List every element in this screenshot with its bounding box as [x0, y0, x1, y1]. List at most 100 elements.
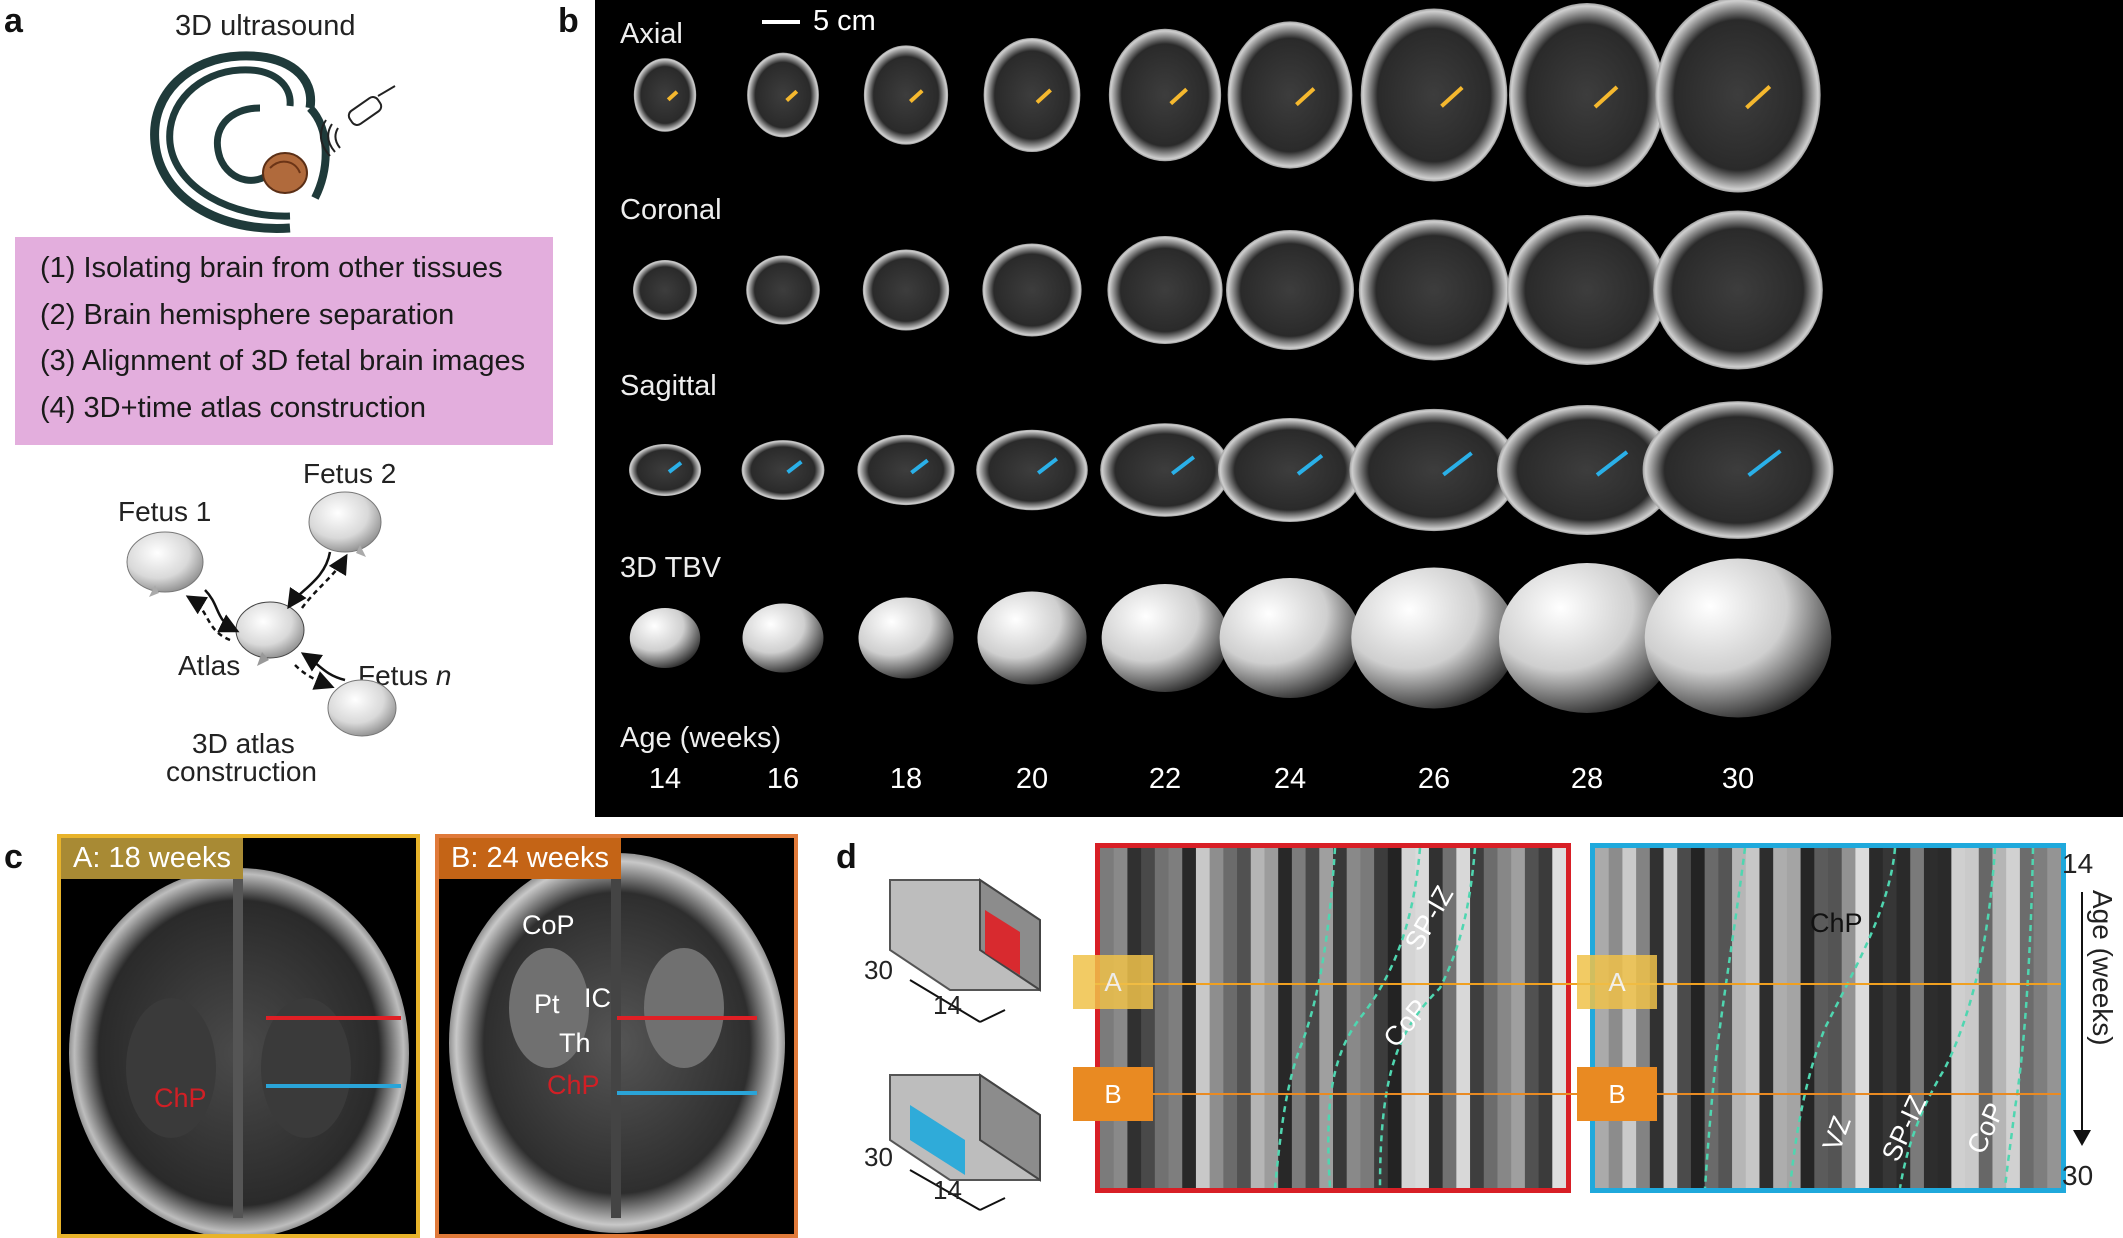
age-axis-top: 14 [2062, 848, 2094, 879]
3d-brain-28 [1499, 563, 1675, 713]
kymo-stripe [1428, 848, 1444, 1188]
kymo-stripe [1855, 848, 1871, 1188]
sagittal-arrow-icon-16 [786, 460, 803, 474]
3d-brain-22 [1101, 584, 1229, 692]
kymo-contour [1898, 848, 1997, 1188]
row-label-3d-tbv: 3D TBV [620, 552, 722, 584]
axial-brain-22 [1108, 28, 1222, 162]
kymo-stripe [1965, 848, 1980, 1188]
pt-label: Pt [534, 989, 560, 1019]
step-3: (3) Alignment of 3D fetal brain images [40, 345, 526, 377]
age-label-28: 28 [1570, 763, 1604, 795]
kymo-stripe [1978, 848, 1994, 1188]
kymo-stripe [2019, 848, 2035, 1188]
fetus-1-label: Fetus 1 [118, 496, 212, 527]
tag-a-blue: A [1577, 955, 1657, 1009]
kymo-stripe [1415, 848, 1430, 1188]
step-2: (2) Brain hemisphere separation [40, 299, 455, 331]
sagittal-brain-24 [1218, 418, 1362, 522]
3d-brain-16 [742, 603, 824, 673]
sagittal-arrow-icon-18 [910, 458, 929, 475]
kymo-stripe [1100, 848, 1115, 1188]
sagittal-brain-16 [741, 440, 825, 500]
age-label-16: 16 [766, 763, 800, 795]
age-axis-label-vertical: Age (weeks) [2087, 890, 2118, 1046]
kymo-stripe [1718, 848, 1734, 1188]
coronal-brain-14 [633, 260, 697, 320]
kymo-stripe [1704, 848, 1720, 1188]
processing-steps-box: (1) Isolating brain from other tissues (… [15, 237, 553, 445]
cop-label-c: CoP [522, 910, 575, 940]
kymo-stripe [1814, 848, 1829, 1188]
age-label-26: 26 [1417, 763, 1451, 795]
kymo-stripe [1168, 848, 1184, 1188]
age-label-22: 22 [1148, 763, 1182, 795]
kymo-stripe [1497, 848, 1513, 1188]
age-axis-label: Age (weeks) [620, 722, 782, 754]
sagittal-brain-20 [976, 429, 1088, 511]
3d-brain-26 [1351, 567, 1517, 709]
kymo-stripe [1636, 848, 1651, 1188]
3d-brain-24 [1219, 578, 1361, 698]
axial-slice-18-weeks: A: 18 weeks ChP [57, 834, 420, 1238]
atlas-construction-diagram [126, 491, 397, 737]
brain-fetus-2 [308, 491, 382, 557]
chp-label-b: ChP [547, 1070, 600, 1100]
blue-chp-label: ChP [1810, 908, 1863, 938]
kymo-stripe [1401, 848, 1417, 1188]
ic-label: IC [584, 983, 611, 1013]
panel-letter-d: d [836, 838, 857, 876]
sagittal-brain-30 [1642, 401, 1834, 539]
age-label-20: 20 [1015, 763, 1049, 795]
axial-arrow-icon-26 [1440, 86, 1464, 108]
kymo-stripe [1745, 848, 1761, 1188]
sagittal-brain-26 [1349, 408, 1519, 532]
3d-brain-14 [629, 608, 701, 668]
sagittal-arrow-icon-14 [667, 461, 683, 474]
step-1: (1) Isolating brain from other tissues [40, 252, 503, 284]
kymo-stripe [1786, 848, 1802, 1188]
kymo-stripe [1141, 848, 1156, 1188]
kymo-stripe [1127, 848, 1143, 1188]
kymo-stripe [2006, 848, 2021, 1188]
ultrasound-title: 3D ultrasound [175, 10, 356, 42]
age-axis-bottom: 30 [2062, 1160, 2094, 1191]
3d-brain-30 [1644, 558, 1832, 718]
axial-arrow-icon-30 [1745, 85, 1772, 110]
kymo-stripe [1524, 848, 1540, 1188]
atlas-label: Atlas [178, 650, 241, 681]
cube-top-14: 14 [933, 990, 962, 1020]
brain-atlas [235, 601, 305, 666]
kymo-stripe [1442, 848, 1458, 1188]
brain-fetus-n [327, 679, 397, 737]
kymo-stripe [2033, 848, 2049, 1188]
kymo-stripe [1182, 848, 1197, 1188]
coronal-brain-16 [746, 255, 820, 325]
axial-brain-26 [1360, 8, 1508, 182]
kymo-stripe [1305, 848, 1321, 1188]
kymo-stripe [1896, 848, 1912, 1188]
th-label: Th [559, 1028, 591, 1058]
panel-letter-c: c [4, 838, 23, 876]
axial-brain-14 [633, 58, 697, 132]
kymo-stripe [1951, 848, 1967, 1188]
sagittal-brain-18 [857, 434, 955, 506]
kymo-stripe [1663, 848, 1679, 1188]
slice-b-label: B: 24 weeks [439, 838, 621, 879]
age-label-24: 24 [1273, 763, 1307, 795]
cube-top-30: 30 [864, 955, 893, 985]
3d-brain-20 [977, 591, 1087, 685]
kymo-stripe [1773, 848, 1788, 1188]
construction-label-line2: construction [166, 756, 317, 787]
kymo-stripe [1237, 848, 1252, 1188]
brain-image-grid [629, 0, 1834, 718]
coronal-brain-22 [1107, 236, 1223, 344]
cube-bottom-30: 30 [864, 1142, 893, 1172]
kymo-stripe [1608, 848, 1624, 1188]
axial-brain-16 [747, 52, 819, 138]
age-axis-arrow [2081, 892, 2083, 1132]
age-label-18: 18 [889, 763, 923, 795]
age-label-14: 14 [648, 763, 682, 795]
coronal-brain-20 [982, 243, 1082, 337]
kymo-stripe [1278, 848, 1293, 1188]
